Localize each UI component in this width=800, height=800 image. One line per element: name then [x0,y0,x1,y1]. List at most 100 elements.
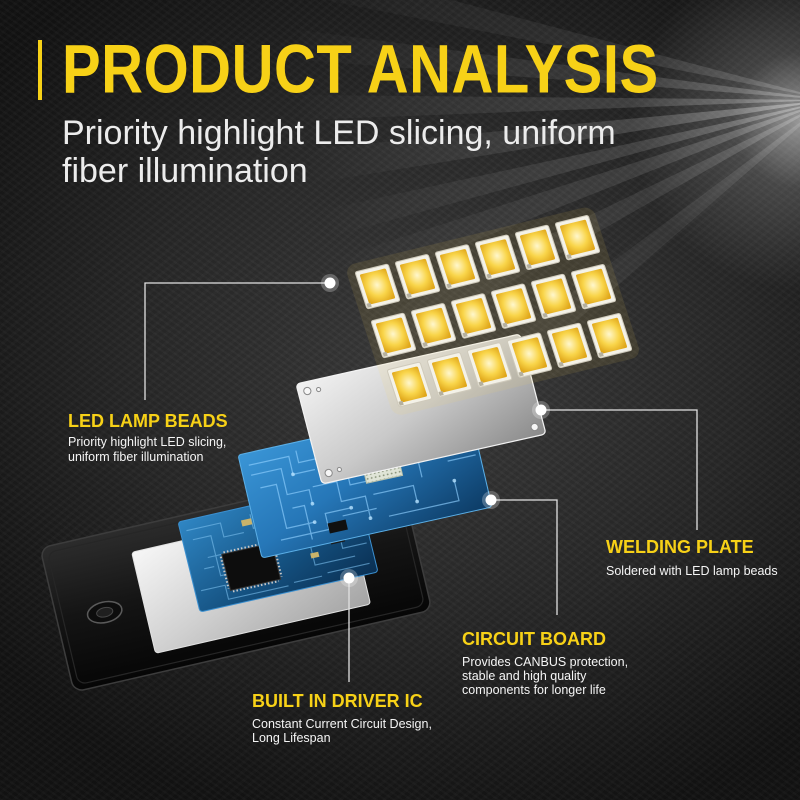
via [415,499,419,504]
callout-label-circuit-board: CIRCUIT BOARD [462,629,606,649]
callout-description-led-lamp-beads: Priority highlight LED slicing, uniform … [68,435,226,465]
led-chip-phosphor [480,239,516,276]
title-accent-bar [38,40,42,100]
via [312,520,317,524]
led-chip-phosphor [552,327,588,364]
description-line: Long Lifespan [252,731,331,745]
led-chip-cathode-mark [366,302,372,308]
driver-capacitor [310,551,320,559]
led-chip-phosphor [512,337,548,374]
led-chip [515,224,561,271]
housing-button-inner [96,606,114,618]
led-chip-phosphor [392,366,428,403]
led-chip-cathode-mark [502,322,508,328]
led-chip [475,234,521,280]
callout-label-welding-plate: WELDING PLATE [606,537,754,557]
led-chip [411,303,457,349]
driver-ic-pins-top [223,541,270,554]
led-chip-cathode-mark [582,302,588,308]
via [349,505,354,510]
subtitle-line-1: Priority highlight LED slicing, uniform [62,114,616,152]
callout-description-circuit-board: Provides CANBUS protection, stable and h… [462,655,628,697]
board-component [327,519,348,534]
led-chip-phosphor [472,347,508,383]
led-chip-cathode-mark [526,263,532,269]
callout-dot-led-lamp-beads [324,277,336,289]
description-line: stable and high quality [462,669,587,683]
driver-capacitor [240,518,253,527]
led-chip [531,273,577,320]
led-chip-cathode-mark [462,332,468,338]
callout-description-built-in-driver-ic: Constant Current Circuit Design, Long Li… [252,717,432,745]
via [368,516,373,521]
led-chip-cathode-mark [558,361,564,367]
led-chip-array [347,207,639,415]
led-chip [555,215,601,261]
led-chip-phosphor [360,268,396,305]
led-chip [587,313,633,359]
plate-hole [336,466,342,473]
led-chip-cathode-mark [542,312,548,318]
description-line: uniform fiber illumination [68,450,204,464]
led-chip-phosphor [592,317,628,354]
led-chip [467,342,513,388]
description-line: Priority highlight LED slicing, [68,435,227,449]
led-chip [371,312,417,359]
led-chip [387,361,433,408]
led-chip-cathode-mark [598,351,604,357]
callout-leader-led-lamp-beads [144,282,330,400]
led-chip-cathode-mark [446,283,452,289]
led-chip-cathode-mark [422,342,428,347]
callout-dot-circuit-board [485,494,497,506]
led-chip-phosphor [440,249,476,285]
led-chip [355,263,401,310]
led-chip-phosphor [376,317,412,354]
plate-hole [303,386,312,396]
led-chip [435,244,481,290]
callout-dot-built-in-driver-ic [343,572,355,584]
led-chip [451,293,497,339]
led-chip-phosphor [536,278,572,315]
led-chip-cathode-mark [518,371,524,377]
led-chip-phosphor [520,229,556,266]
led-chip-cathode-mark [438,391,444,396]
led-chip-phosphor [400,258,436,295]
callout-label-built-in-driver-ic: BUILT IN DRIVER IC [252,691,423,711]
light-glow [630,0,800,290]
led-chip-phosphor [416,307,452,344]
led-chip [507,332,553,378]
led-chip [571,264,617,310]
plate-hole [530,422,539,432]
led-chip-phosphor [456,298,492,334]
driver-ic-pins-bottom [232,580,280,593]
led-chip [547,322,593,369]
led-chip-phosphor [576,268,612,305]
led-chip-cathode-mark [398,400,404,406]
via [291,472,295,477]
via [452,478,457,483]
led-chip-cathode-mark [478,381,484,387]
led-chip-phosphor [496,288,532,325]
callout-description-welding-plate: Soldered with LED lamp beads [606,564,778,579]
callout-dot-welding-plate [535,404,547,416]
callout-leader-circuit-board [491,499,558,615]
plate-hole [316,386,322,393]
led-chip-cathode-mark [566,253,572,259]
led-chip-cathode-mark [382,351,388,357]
plate-hole [324,468,333,478]
led-chip-cathode-mark [406,293,412,298]
led-chip [491,283,537,329]
description-line: Provides CANBUS protection, [462,655,629,669]
via [310,501,315,506]
description-line: components for longer life [462,683,606,697]
led-chip [427,352,473,398]
led-chip-phosphor [560,219,596,256]
description-line: Soldered with LED lamp beads [606,564,778,578]
callout-leader-welding-plate [541,409,698,530]
subtitle-line-2: fiber illumination [62,152,308,190]
led-chip [395,254,441,300]
led-chip-phosphor [432,356,468,393]
callout-label-led-lamp-beads: LED LAMP BEADS [68,411,228,431]
